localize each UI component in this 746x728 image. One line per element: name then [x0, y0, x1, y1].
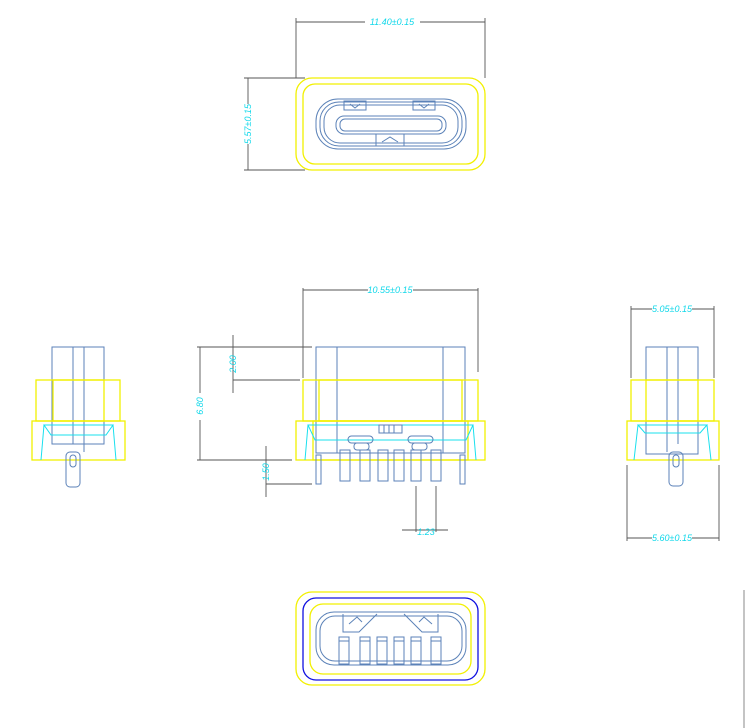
dimension-side-width-top: 5.05±0.15 [652, 304, 693, 314]
right-side-view: 5.05±0.15 5.60±0.15 [626, 304, 720, 543]
pins [315, 449, 466, 485]
bottom-view [295, 591, 486, 686]
dimension-top-width: 11.40±0.15 [370, 17, 415, 27]
front-view: 10.55±0.15 6.80 2.00 6.80 1.50 1.23 [195, 285, 486, 537]
left-side-view [31, 346, 126, 488]
dimension-pin-pitch: 1.23 [417, 527, 435, 537]
top-view: 11.40±0.15 5.57±0.15 [243, 17, 486, 171]
dimension-front-top: 2.00 [228, 355, 238, 374]
dimension-pin-length: 1.50 [261, 463, 271, 481]
dimension-top-height: 5.57±0.15 [243, 103, 253, 144]
dimension-front-height: 6.80 [195, 397, 205, 415]
dimension-side-width-bottom: 5.60±0.15 [652, 533, 693, 543]
dimension-front-width: 10.55±0.15 [368, 285, 414, 295]
contacts [338, 636, 442, 665]
